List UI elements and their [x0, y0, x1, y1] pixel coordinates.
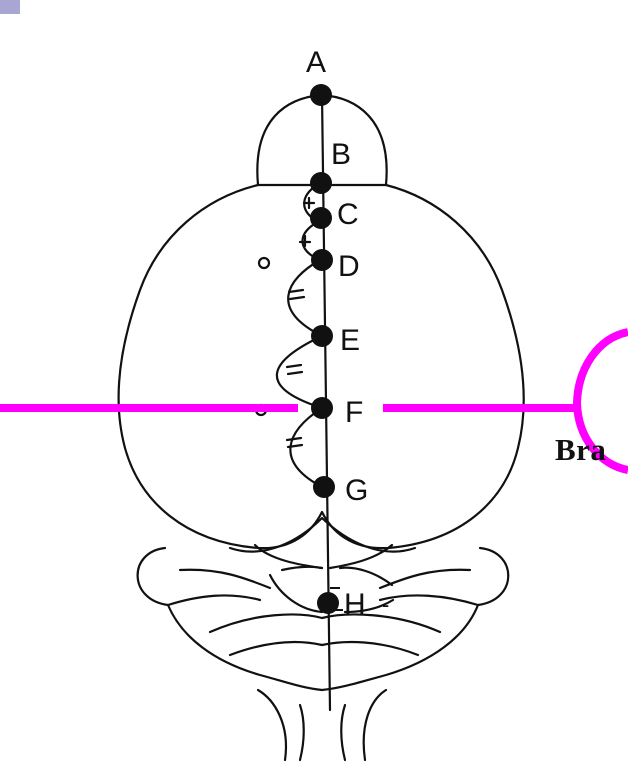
vein-mark — [287, 438, 302, 447]
brainstem — [364, 690, 386, 760]
point-label-c: C — [337, 198, 359, 231]
vein-mark — [287, 365, 302, 374]
point-dot-d — [311, 249, 333, 271]
vein-mark — [259, 258, 269, 268]
cerebellum-fold — [168, 595, 260, 605]
point-label-b: B — [331, 138, 351, 171]
h-tick: - — [382, 592, 389, 617]
vein-mark — [300, 236, 310, 246]
brainstem — [258, 690, 286, 760]
point-dot-f — [311, 397, 333, 419]
point-label-e: E — [340, 324, 360, 357]
cerebellum-fold — [180, 570, 270, 588]
cerebellum-fold — [230, 642, 418, 655]
point-dot-c — [310, 172, 332, 194]
cerebellum-fold — [380, 595, 478, 605]
cerebellum-fold — [340, 568, 392, 585]
brainstem — [341, 705, 345, 760]
point-dot-g — [313, 476, 335, 498]
cerebellum-fold — [270, 575, 322, 612]
point-label-d: D — [338, 250, 360, 283]
vein-mark — [289, 290, 304, 299]
point-label-f: F — [345, 396, 363, 429]
cerebellum-fold — [380, 570, 470, 588]
brainstem — [300, 705, 304, 760]
point-dot-c2 — [310, 207, 332, 229]
point-label-a: A — [306, 46, 326, 79]
point-dot-e — [311, 325, 333, 347]
point-label-h: H — [344, 588, 366, 621]
cerebellum-fold — [210, 615, 440, 632]
point-label-g: G — [345, 474, 368, 507]
point-dot-a — [310, 84, 332, 106]
callout-partial-text: Bra — [555, 432, 606, 468]
